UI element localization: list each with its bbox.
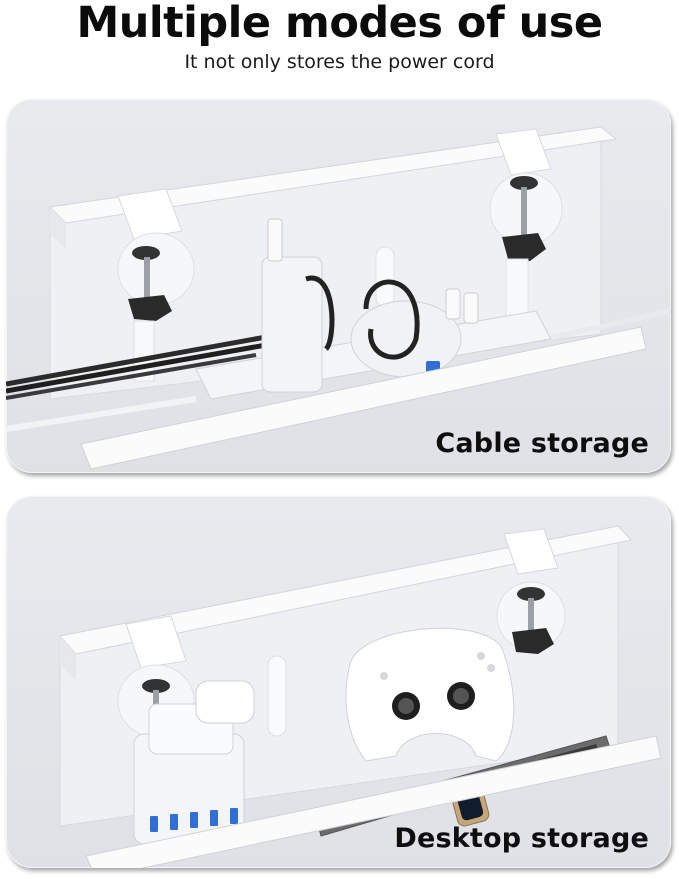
clamp-icon — [117, 232, 195, 382]
cable-storage-panel: Cable storage — [6, 99, 671, 473]
desktop-tray-illustration — [59, 525, 662, 868]
clamp-plate-right — [495, 128, 552, 176]
power-adapter-icon — [261, 218, 335, 393]
clamp-plate-left — [117, 188, 183, 240]
cables-icon — [6, 308, 671, 432]
clamp-icon — [496, 581, 566, 654]
desktop-storage-panel: Desktop storage — [6, 496, 671, 868]
page-subtitle: It not only stores the power cord — [184, 51, 495, 73]
page-headline: Multiple modes of use — [76, 0, 603, 48]
desktop-storage-caption: Desktop storage — [394, 823, 649, 854]
earbuds-case-icon — [195, 680, 255, 724]
clamp-plate-right — [503, 528, 559, 575]
clamp-plate-left — [125, 615, 187, 669]
cable-storage-caption: Cable storage — [435, 428, 649, 459]
cable-tray-illustration — [6, 126, 671, 470]
usb-charging-station-icon — [133, 703, 245, 845]
game-controller-icon — [345, 627, 515, 762]
usb-hub-icon — [350, 279, 479, 378]
